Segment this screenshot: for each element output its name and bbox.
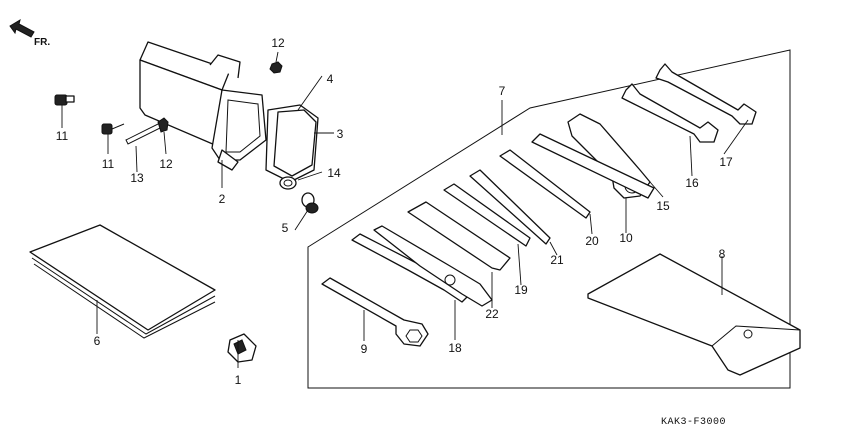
clip — [227, 333, 257, 363]
callout-11-lower: 11 — [102, 157, 115, 171]
callout-5: 5 — [282, 221, 289, 235]
callout-15: 15 — [656, 199, 670, 213]
handle-grip — [407, 201, 511, 271]
callout-9: 9 — [361, 342, 368, 356]
callout-17: 17 — [719, 155, 733, 169]
tool-bag — [587, 253, 801, 376]
socket-wrench — [321, 277, 429, 347]
open-end-wrench-16 — [621, 83, 719, 143]
owners-manual — [29, 224, 216, 339]
direction-label: FR. — [34, 37, 50, 48]
callout-19: 19 — [514, 283, 528, 297]
lid-knob — [301, 192, 319, 214]
tool-kit-boundary — [307, 49, 791, 389]
callout-6: 6 — [94, 334, 101, 348]
callout-20: 20 — [585, 234, 599, 248]
nut-top — [269, 61, 283, 74]
diagram-code: KAK3-F3000 — [661, 417, 726, 425]
callout-16: 16 — [685, 176, 699, 190]
bolt-lower — [101, 123, 125, 135]
grommet — [279, 176, 297, 190]
callout-22: 22 — [485, 307, 499, 321]
callout-14: 14 — [327, 166, 341, 180]
callout-21: 21 — [550, 253, 564, 267]
callout-11-upper: 11 — [56, 129, 69, 143]
open-end-wrench-17 — [655, 63, 757, 125]
callout-3: 3 — [337, 127, 344, 141]
callout-1: 1 — [235, 373, 242, 387]
leader-lines — [61, 51, 749, 368]
callout-8: 8 — [719, 247, 726, 261]
callout-4: 4 — [327, 72, 334, 86]
band — [125, 122, 163, 145]
box-wrench — [531, 133, 655, 199]
callout-18: 18 — [448, 341, 462, 355]
callout-2: 2 — [219, 192, 226, 206]
callout-12-top: 12 — [271, 36, 285, 50]
callout-12-lower: 12 — [159, 157, 173, 171]
nut-lower — [157, 117, 169, 133]
screwdriver-20 — [499, 149, 591, 219]
tool-box — [139, 41, 267, 171]
front-direction-arrow-icon — [9, 18, 35, 38]
screwdriver-21 — [469, 169, 551, 245]
screwdriver-handle — [443, 183, 531, 247]
callout-7: 7 — [499, 84, 506, 98]
callout-10: 10 — [619, 231, 633, 245]
bolt-upper — [54, 94, 75, 106]
tool-box-lid — [273, 109, 317, 177]
callout-13: 13 — [130, 171, 144, 185]
